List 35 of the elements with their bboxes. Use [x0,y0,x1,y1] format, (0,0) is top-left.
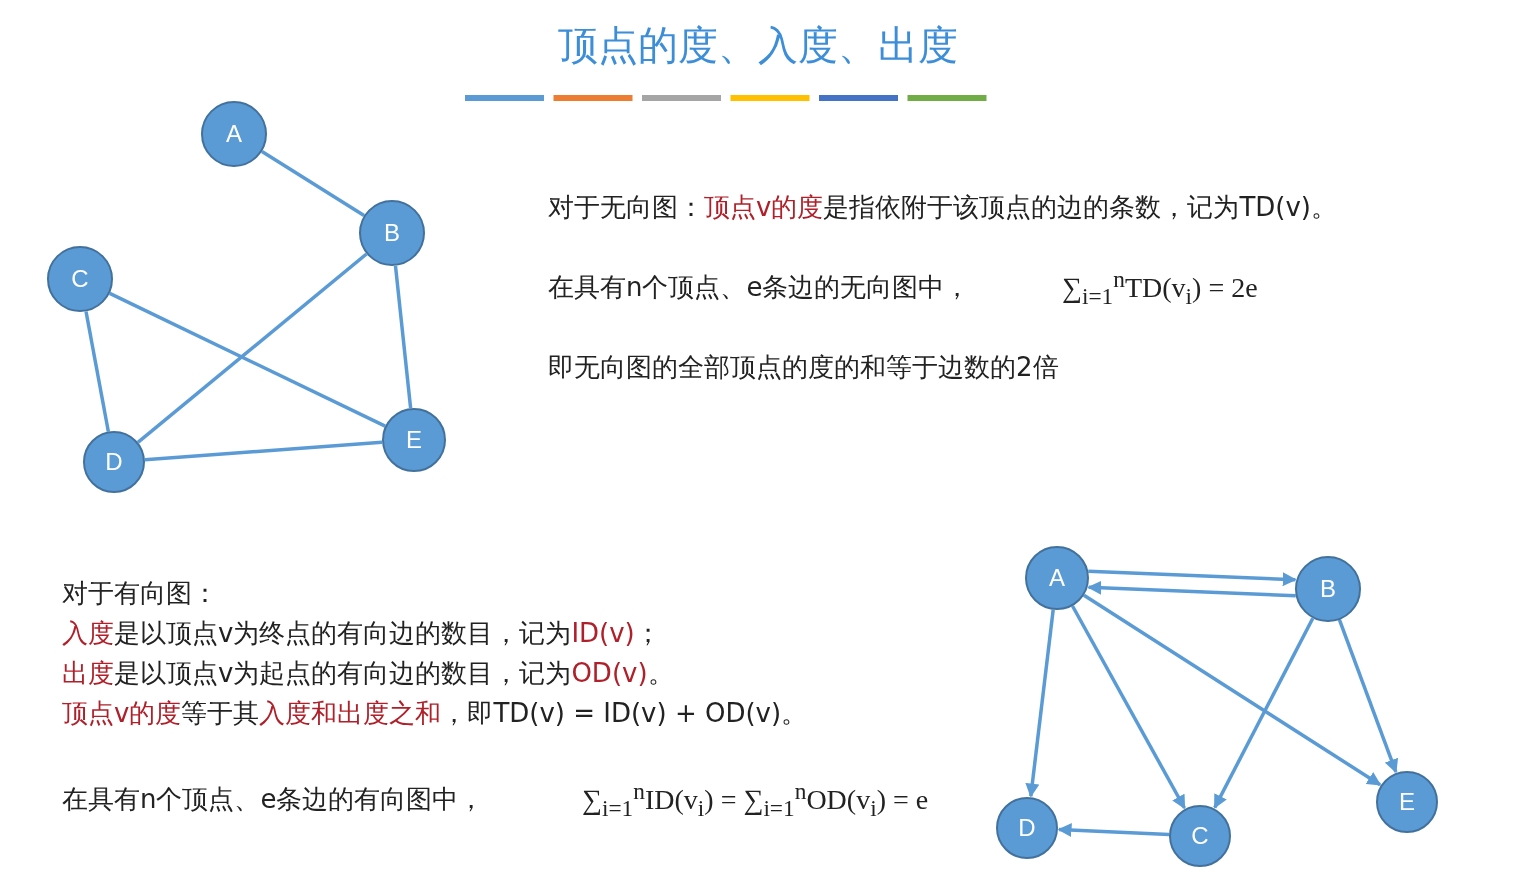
sentence: 入度是以顶点v为终点的有向边的数目，记为ID(v)； [62,617,661,650]
vertex-circle: C [1169,805,1231,867]
sentence: 对于无向图：顶点v的度是指依附于该顶点的边的条数，记为TD(v)。 [548,191,1337,224]
edge-line [84,311,111,432]
arrow [1088,569,1297,587]
arrow [1057,823,1170,838]
sentence: 在具有n个顶点、e条边的有向图中， [62,783,485,816]
vertex-circle: E [382,408,446,472]
vertex-circle: D [83,431,145,493]
vertex-circle: E [1376,771,1438,833]
arrow [1213,617,1315,809]
vertex-circle: B [359,200,425,266]
vertex-circle: D [996,797,1058,859]
arrow [1083,593,1382,787]
formula: ∑$_{i=1}$$^{n}$ID(v$_{i}$) = ∑$_{i=1}$$^{n}$OD(v$_{i}$) = e [582,778,929,822]
arrow [1337,619,1399,774]
edge-line [261,150,365,217]
title: 顶点的度、入度、出度 [558,22,958,68]
sentence: 顶点v的度等于其入度和出度之和，即TD(v) = ID(v) + OD(v)。 [62,697,808,730]
vertex-circle: A [1025,546,1089,610]
edge-line [393,265,413,409]
vertex-circle: C [47,246,113,312]
arrow [1071,605,1186,810]
edge-line [108,291,386,428]
edge-line [136,252,368,444]
vertex-circle: A [201,101,267,167]
formula: ∑$_{i=1}$$^{n}$TD(v$_{i}$) = 2e [1062,266,1258,310]
vertex-circle: B [1295,556,1361,622]
sentence: 在具有n个顶点、e条边的无向图中， [548,271,971,304]
sentence: 出度是以顶点v为起点的有向边的数目，记为OD(v)。 [62,657,674,690]
sentence: 即无向图的全部顶点的度的和等于边数的2倍 [548,351,1059,384]
arrow [1087,580,1296,598]
edge-line [144,440,383,462]
sentence: 对于有向图： [62,577,218,610]
arrow [1025,609,1055,798]
